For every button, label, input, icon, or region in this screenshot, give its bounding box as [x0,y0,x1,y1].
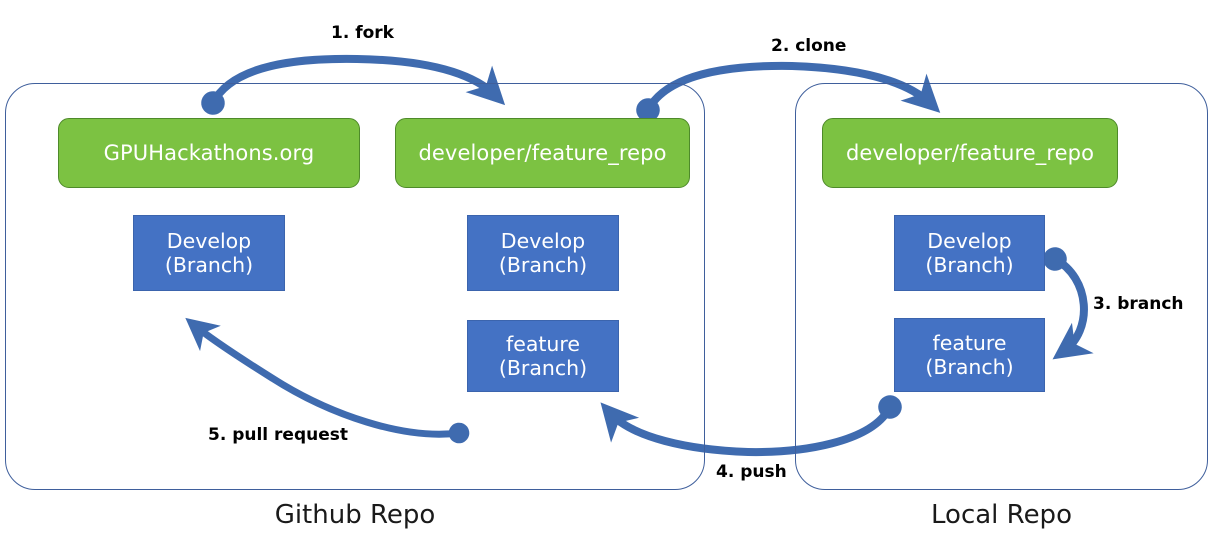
node-upstream-develop-line1: Develop [166,228,252,253]
container-github-repo [5,83,705,490]
node-fork-feature[interactable]: feature (Branch) [467,320,619,392]
step-label-pull-request: 5. pull request [208,425,349,445]
node-github-fork-repo[interactable]: developer/feature_repo [395,118,690,188]
arrow-pull-request [185,317,470,444]
arrow-fork [201,54,506,115]
node-github-fork-repo-label: developer/feature_repo [418,140,667,165]
caption-github-repo: Github Repo [274,500,436,530]
node-upstream-repo[interactable]: GPUHackathons.org [58,118,360,188]
node-fork-develop[interactable]: Develop (Branch) [467,215,619,291]
step-label-fork: 1. fork [331,23,394,43]
node-local-develop-line1: Develop [927,228,1012,253]
arrow-push [600,395,902,457]
node-local-repo-label: developer/feature_repo [845,140,1095,165]
step-label-clone: 2. clone [771,36,847,56]
node-local-feature-line1: feature [932,330,1007,355]
node-upstream-develop[interactable]: Develop (Branch) [133,215,285,291]
node-local-repo[interactable]: developer/feature_repo [822,118,1118,188]
node-local-develop[interactable]: Develop (Branch) [894,215,1045,291]
node-local-develop-line2: (Branch) [925,253,1014,277]
node-upstream-develop-line2: (Branch) [164,253,254,277]
node-local-feature-line2: (Branch) [925,355,1014,379]
node-fork-develop-line2: (Branch) [498,253,588,277]
node-fork-develop-line1: Develop [500,228,586,253]
node-upstream-repo-label: GPUHackathons.org [103,140,315,165]
step-label-push: 4. push [716,462,787,482]
arrow-branch [1043,247,1094,360]
step-label-branch: 3. branch [1093,294,1184,314]
container-local-repo [795,83,1208,490]
caption-local-repo: Local Repo [931,500,1072,530]
node-fork-feature-line2: (Branch) [498,356,588,380]
node-local-feature[interactable]: feature (Branch) [894,318,1045,392]
node-fork-feature-line1: feature [505,331,580,356]
